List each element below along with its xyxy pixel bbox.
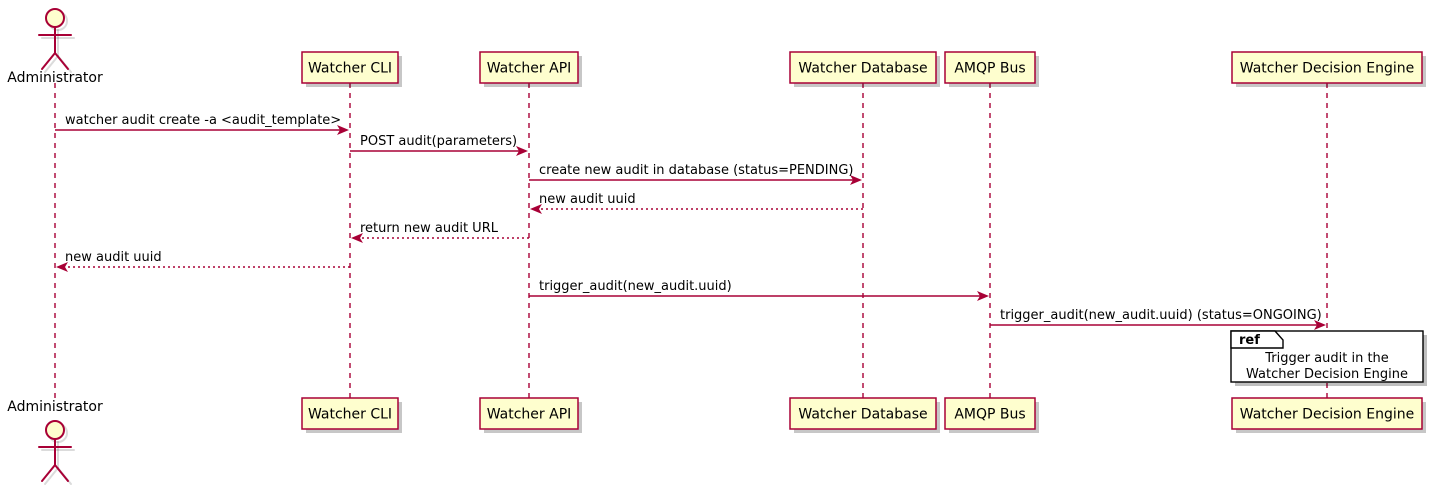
message-arrowhead xyxy=(516,146,528,156)
actor-administrator-footer[interactable] xyxy=(38,420,75,485)
participant-box xyxy=(944,397,1036,430)
message-arrowhead xyxy=(337,125,349,135)
participant-watcher-api-footer[interactable]: Watcher API xyxy=(479,397,582,433)
actor-label-administrator: Administrator xyxy=(7,70,103,86)
message-msg-1[interactable]: watcher audit create -a <audit_template> xyxy=(55,113,349,135)
message-arrowhead xyxy=(351,233,363,243)
message-label-msg-1: watcher audit create -a <audit_template> xyxy=(65,113,341,128)
message-msg-8[interactable]: trigger_audit(new_audit.uuid) (status=ON… xyxy=(990,308,1326,330)
message-label-msg-7: trigger_audit(new_audit.uuid) xyxy=(539,279,732,294)
ref-body-line-0: Trigger audit in the xyxy=(1264,351,1389,366)
participant-label-watcher-cli: Watcher CLI xyxy=(308,407,392,423)
participant-amqp-bus-footer[interactable]: AMQP Bus xyxy=(944,397,1039,433)
participant-label-amqp-bus: AMQP Bus xyxy=(954,61,1025,77)
message-label-msg-3: create new audit in database (status=PEN… xyxy=(539,163,854,178)
participant-box xyxy=(1231,51,1423,84)
participant-label-watcher-decision-engine: Watcher Decision Engine xyxy=(1240,61,1414,77)
message-arrowhead xyxy=(530,204,542,214)
participant-watcher-decision-engine-footer[interactable]: Watcher Decision Engine xyxy=(1231,397,1426,433)
actor-head-icon xyxy=(45,8,65,28)
participant-label-amqp-bus: AMQP Bus xyxy=(954,407,1025,423)
message-msg-7[interactable]: trigger_audit(new_audit.uuid) xyxy=(529,279,989,301)
participant-watcher-api-header[interactable]: Watcher API xyxy=(479,51,582,87)
participant-label-watcher-api: Watcher API xyxy=(487,61,572,77)
participant-label-watcher-database: Watcher Database xyxy=(798,407,927,423)
message-msg-2[interactable]: POST audit(parameters) xyxy=(350,134,528,156)
message-msg-5[interactable]: return new audit URL xyxy=(351,221,529,243)
participant-watcher-cli-header[interactable]: Watcher CLI xyxy=(301,51,402,87)
participant-box xyxy=(789,51,937,84)
participant-box xyxy=(1231,397,1423,430)
participant-label-watcher-api: Watcher API xyxy=(487,407,572,423)
message-label-msg-8: trigger_audit(new_audit.uuid) (status=ON… xyxy=(1000,308,1322,323)
message-msg-4[interactable]: new audit uuid xyxy=(530,192,863,214)
participant-watcher-decision-engine-header[interactable]: Watcher Decision Engine xyxy=(1231,51,1426,87)
participant-watcher-cli-footer[interactable]: Watcher CLI xyxy=(301,397,402,433)
message-arrowhead xyxy=(56,262,68,272)
actor-administrator-header[interactable] xyxy=(38,8,75,73)
actor-label-administrator: Administrator xyxy=(7,399,103,415)
participant-label-watcher-cli: Watcher CLI xyxy=(308,61,392,77)
actor-head-icon xyxy=(45,420,65,440)
message-label-msg-5: return new audit URL xyxy=(360,221,499,236)
participant-box xyxy=(301,51,399,84)
ref-box xyxy=(1230,330,1424,383)
message-msg-6[interactable]: new audit uuid xyxy=(56,250,350,272)
participant-box xyxy=(479,51,579,84)
participant-box xyxy=(944,51,1036,84)
message-label-msg-2: POST audit(parameters) xyxy=(360,134,517,149)
participant-watcher-database-header[interactable]: Watcher Database xyxy=(789,51,940,87)
participant-box xyxy=(789,397,937,430)
message-arrowhead xyxy=(1314,320,1326,330)
ref-tab xyxy=(1230,330,1284,349)
ref-keyword-label: ref xyxy=(1239,333,1260,348)
participant-amqp-bus-header[interactable]: AMQP Bus xyxy=(944,51,1039,87)
participant-watcher-database-footer[interactable]: Watcher Database xyxy=(789,397,940,433)
participant-label-watcher-database: Watcher Database xyxy=(798,61,927,77)
messages-layer: watcher audit create -a <audit_template>… xyxy=(55,113,1326,330)
participant-box xyxy=(301,397,399,430)
participant-box xyxy=(479,397,579,430)
message-label-msg-6: new audit uuid xyxy=(65,250,162,265)
message-arrowhead xyxy=(977,291,989,301)
ref-body-line-1: Watcher Decision Engine xyxy=(1246,367,1408,382)
message-arrowhead xyxy=(850,175,862,185)
participant-label-watcher-decision-engine: Watcher Decision Engine xyxy=(1240,407,1414,423)
message-msg-3[interactable]: create new audit in database (status=PEN… xyxy=(529,163,862,185)
message-label-msg-4: new audit uuid xyxy=(539,192,636,207)
